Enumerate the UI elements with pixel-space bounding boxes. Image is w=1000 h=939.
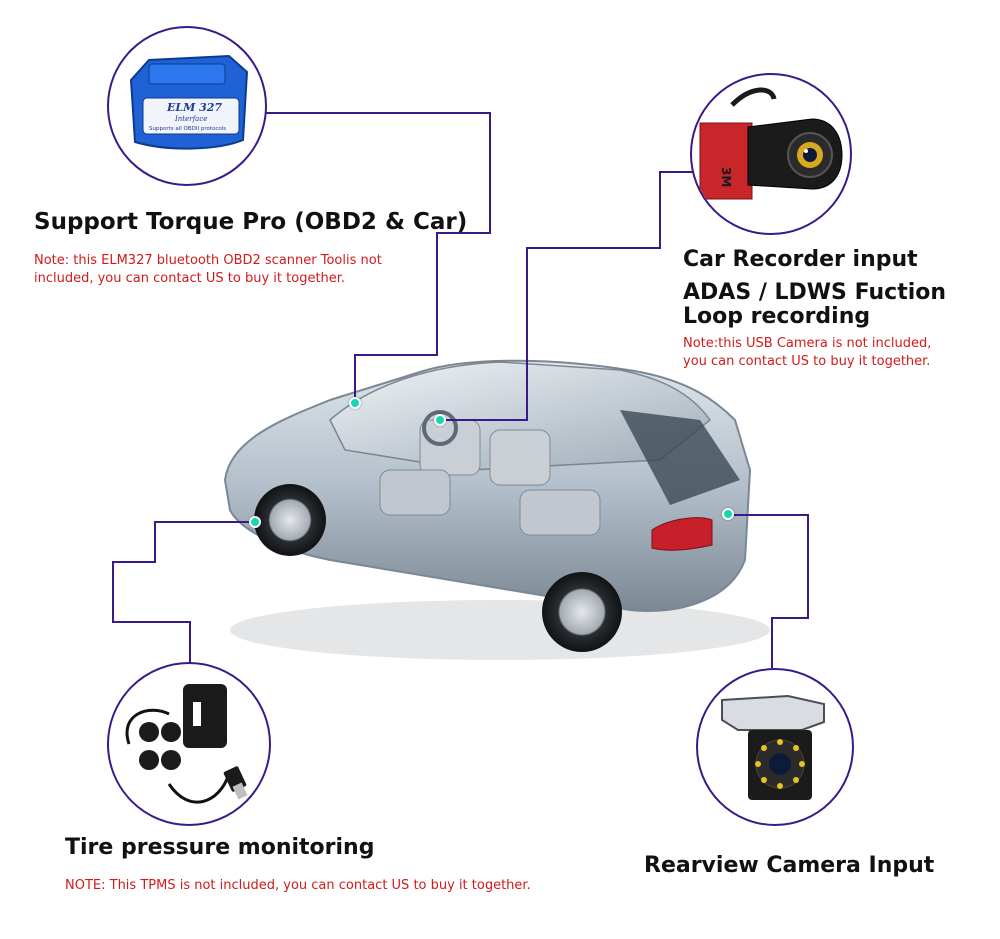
connector-recorder [440,171,695,421]
obd-port-dot [349,397,361,409]
recorder-title-line2: ADAS / LDWS Fuction [683,280,947,305]
usb-camera-icon: 3M [699,87,843,200]
obd-label-top: ELM 327 [166,101,222,114]
tpms-kit-icon [125,684,248,804]
recorder-note-line2: you can contact US to buy it together. [683,354,931,369]
recorder-title-line1: Car Recorder input [683,247,918,272]
recorder-note-line1: Note:this USB Camera is not included, [683,336,932,351]
obd-title: Support Torque Pro (OBD2 & Car) [34,209,468,235]
rear-camera-dot [722,508,734,520]
tail-light [651,517,713,551]
obd-note: Note: this ELM327 bluetooth OBD2 scanner… [34,252,382,288]
rear-wheel [542,572,622,652]
recorder-title-line3: Loop recording [683,304,871,329]
obd-scanner-icon: ELM 327 Interface Supports all OBDII pro… [129,54,249,150]
connector-obd [190,112,491,402]
obd-label-mid: Interface [174,115,207,123]
rearview-camera-circle [696,668,854,826]
front-wheel [254,484,326,556]
obd-device-circle: ELM 327 Interface Supports all OBDII pro… [107,26,267,186]
connector-tpms [112,521,255,665]
recorder-camera-circle: 3M [690,73,852,235]
tpms-note: NOTE: This TPMS is not included, you can… [65,878,531,893]
tpms-device-circle [107,662,271,826]
connector-rearview [728,514,809,668]
obd-note-line1: Note: this ELM327 bluetooth OBD2 scanner… [34,253,382,268]
tpms-title: Tire pressure monitoring [65,835,375,860]
recorder-mount-dot [434,414,446,426]
rearview-title: Rearview Camera Input [644,853,935,878]
obd-label-bottom: Supports all OBDII protocols [149,126,226,132]
recorder-3m-label: 3M [719,167,733,187]
tire-sensor-dot [249,516,261,528]
rear-camera-icon [721,694,825,800]
obd-note-line2: included, you can contact US to buy it t… [34,271,346,286]
recorder-note: Note:this USB Camera is not included, yo… [683,335,931,371]
